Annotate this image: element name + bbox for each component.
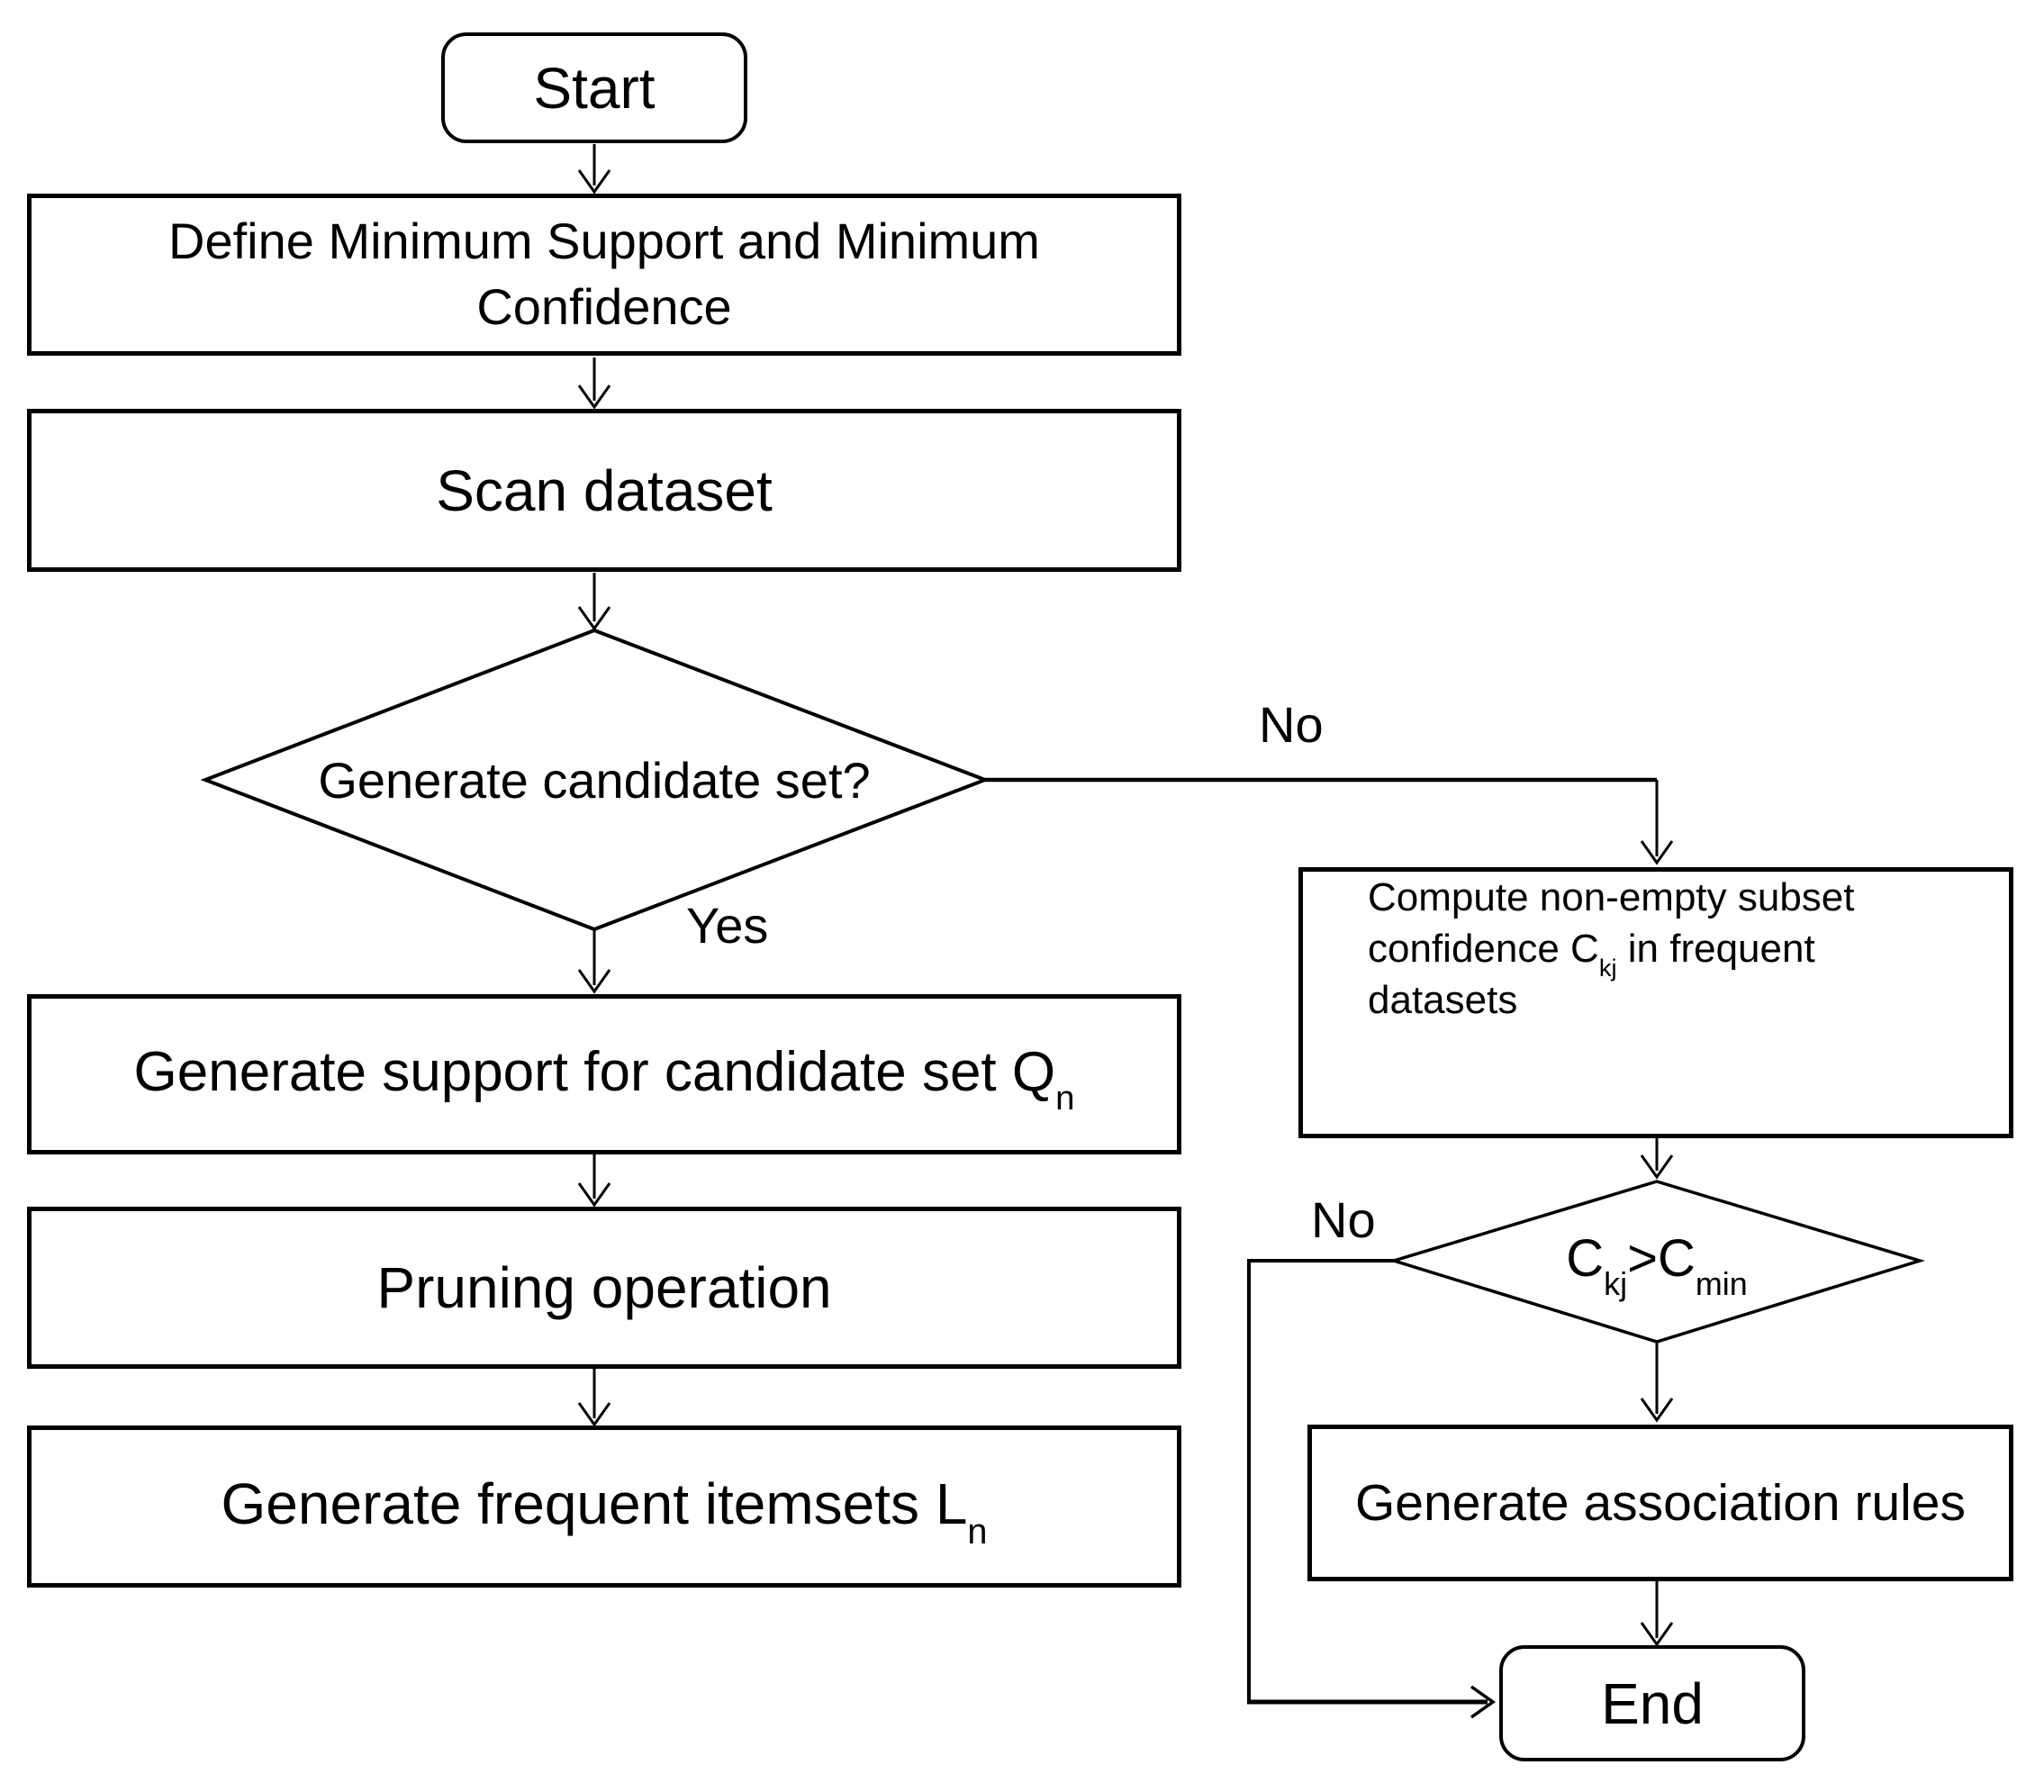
edge-scan-to-candidate-decision <box>577 573 611 631</box>
scan-dataset-node: Scan dataset <box>27 409 1181 572</box>
qn-subscript: n <box>1055 1079 1075 1118</box>
ckj-subscript: kj <box>1598 953 1617 982</box>
edge-pruning-to-gen-frequent <box>577 1369 611 1427</box>
pruning-operation-node: Pruning operation <box>27 1207 1181 1369</box>
define-thresholds-node: Define Minimum Support and Minimum Confi… <box>27 194 1181 356</box>
edge-label-no-candidate: No <box>1259 696 1324 753</box>
start-node: Start <box>441 32 747 143</box>
pruning-operation-label: Pruning operation <box>376 1255 832 1320</box>
compute-confidence-line3: datasets <box>1368 978 1518 1023</box>
edge-define-to-scan <box>577 357 611 410</box>
generate-support-node: Generate support for candidate set Qn <box>27 994 1181 1154</box>
generate-frequent-itemsets-label: Generate frequent itemsets Ln <box>221 1471 988 1552</box>
generate-association-rules-label: Generate association rules <box>1354 1474 1967 1532</box>
end-node: End <box>1499 1645 1805 1761</box>
edge-confidence-yes-to-assoc <box>1640 1342 1674 1423</box>
generate-support-label: Generate support for candidate set Qn <box>133 1040 1075 1118</box>
decision-generate-candidate-set-label: Generate candidate set? <box>318 751 871 809</box>
generate-association-rules-node: Generate association rules <box>1307 1425 2013 1581</box>
ln-subscript: n <box>967 1512 988 1552</box>
decision-generate-candidate-set-shape <box>200 628 990 932</box>
decision-confidence-threshold-label: Ckj>Cmin <box>1566 1229 1748 1302</box>
compute-confidence-line2: confidence Ckj in frequent <box>1368 927 1815 982</box>
define-thresholds-label: Define Minimum Support and Minimum Confi… <box>168 213 1040 335</box>
generate-frequent-itemsets-node: Generate frequent itemsets Ln <box>27 1425 1181 1588</box>
compute-confidence-node: Compute non-empty subset confidence Ckj … <box>1298 867 2013 1138</box>
decision-confidence-threshold: Ckj>Cmin <box>1394 1203 1920 1318</box>
edge-label-yes: Yes <box>686 897 769 954</box>
start-label: Start <box>533 55 656 121</box>
ckj-subscript-2: kj <box>1604 1264 1628 1302</box>
edge-assoc-to-end <box>1640 1581 1674 1647</box>
edge-candidate-no-to-compute <box>985 777 1674 865</box>
edge-start-to-define <box>577 144 611 195</box>
edge-compute-to-confidence-decision <box>1640 1138 1674 1180</box>
decision-generate-candidate-set: Generate candidate set? <box>207 722 981 837</box>
compute-confidence-line1: Compute non-empty subset <box>1368 875 1855 919</box>
end-label: End <box>1601 1670 1704 1736</box>
scan-dataset-label: Scan dataset <box>436 457 773 523</box>
edge-candidate-yes-to-gen-support <box>577 930 611 994</box>
edge-label-no-confidence: No <box>1311 1191 1376 1248</box>
edge-gen-support-to-pruning <box>577 1154 611 1208</box>
edge-confidence-no-to-end <box>1247 1259 1497 1719</box>
cmin-subscript: min <box>1695 1264 1748 1302</box>
